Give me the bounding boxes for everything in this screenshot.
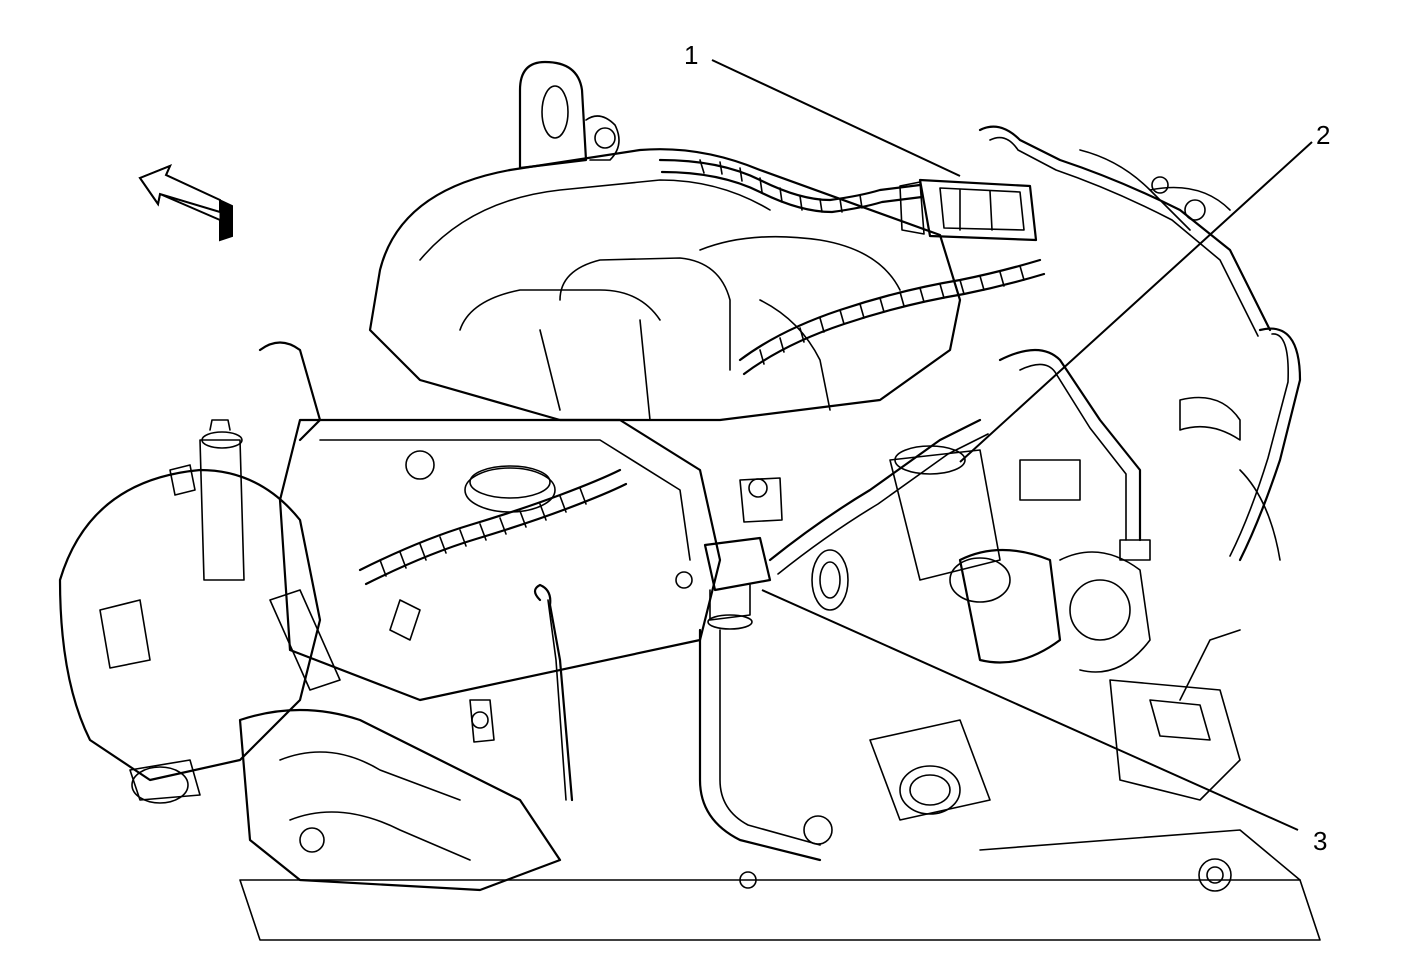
callout-label-3: 3: [1313, 826, 1328, 856]
leader-line-2: [959, 141, 1313, 463]
leader-line-1: [711, 59, 961, 177]
callout-label-2: 2: [1316, 120, 1331, 150]
leader-line-3: [761, 589, 1299, 831]
callout-leaders: [711, 59, 1313, 831]
engine-linework: [58, 60, 1321, 941]
front-direction-arrow-icon: [138, 164, 233, 242]
callout-label-1: 1: [684, 40, 699, 70]
